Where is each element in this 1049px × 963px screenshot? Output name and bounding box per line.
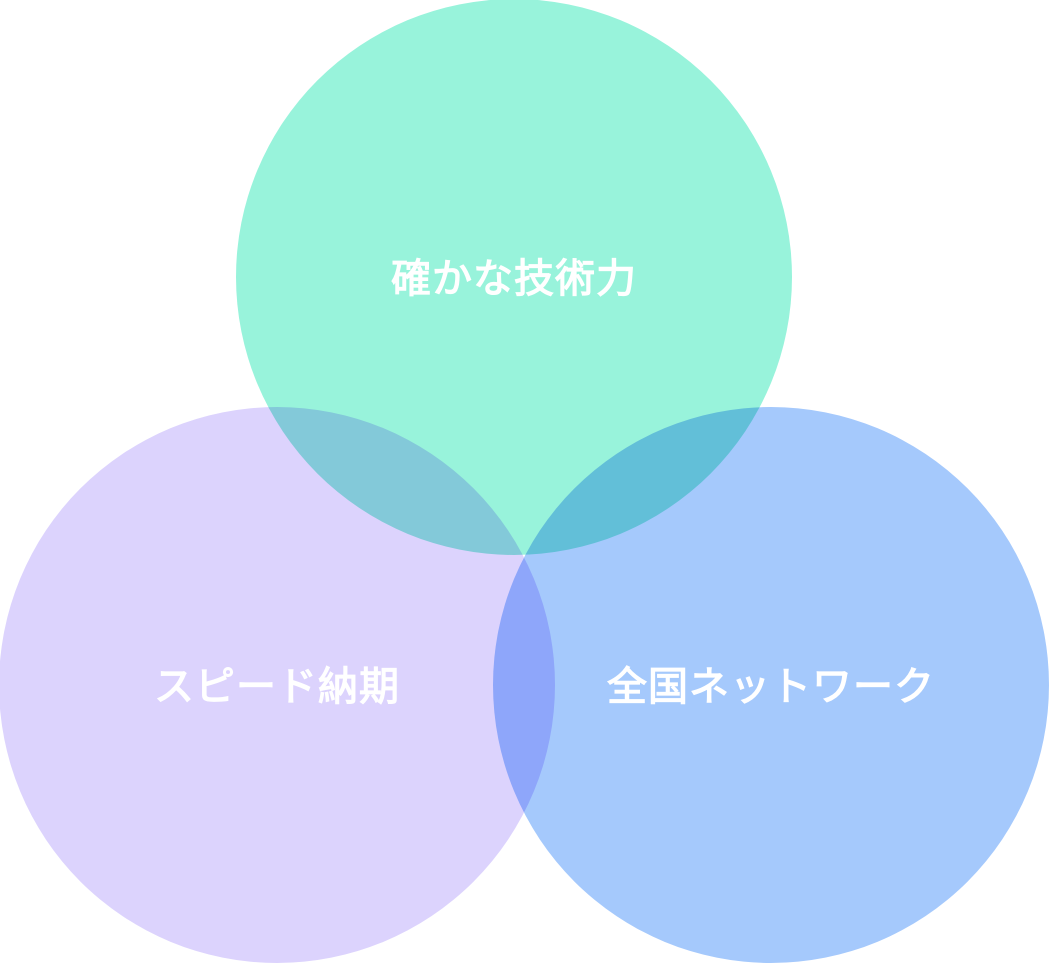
label-speed: スピード納期 [154,664,400,710]
circle-network [493,407,1049,963]
label-tech: 確かな技術力 [391,256,637,302]
label-network: 全国ネットワーク [606,664,935,710]
labels: 確かな技術力 スピード納期 全国ネットワーク [154,256,935,710]
circle-tech [236,0,792,555]
circle-speed [0,407,555,963]
